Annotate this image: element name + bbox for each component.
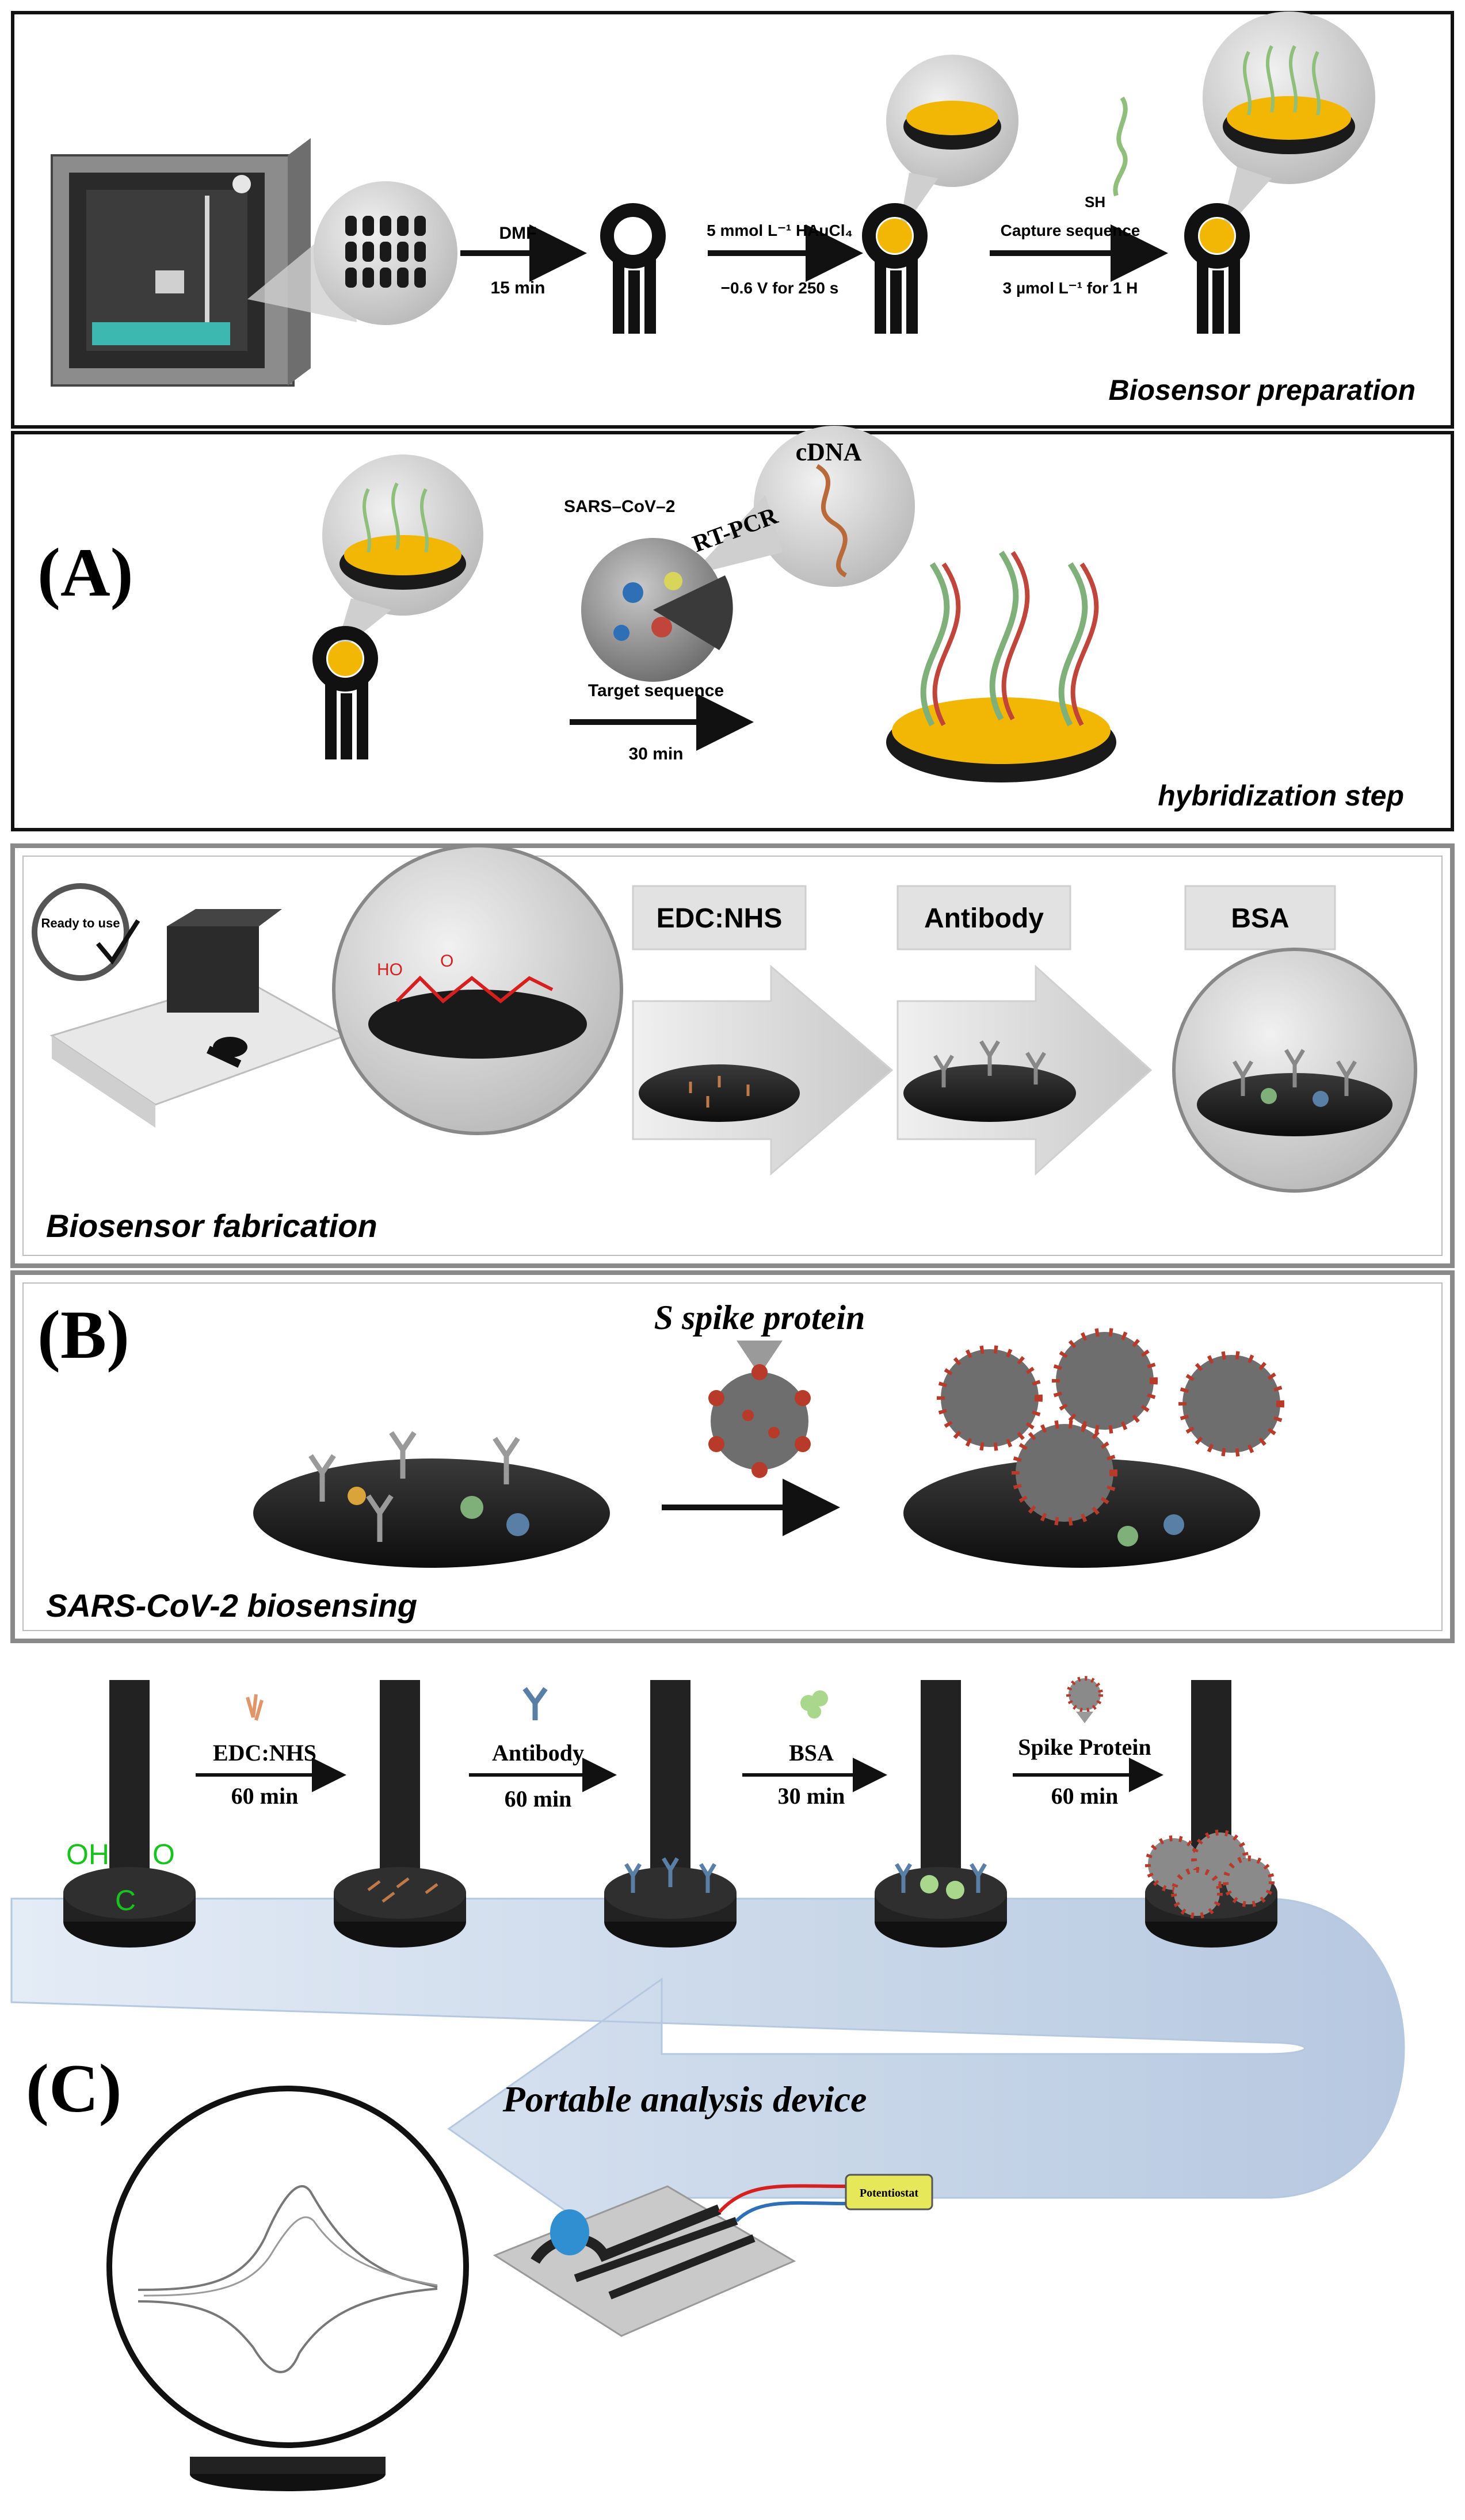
step1-top: DMF	[499, 224, 537, 243]
cable-blue	[735, 2201, 846, 2223]
spike-protein-icon	[1066, 1676, 1103, 1723]
screen-printed-electrode-device	[493, 2185, 796, 2337]
panel-c-label: (C)	[26, 2050, 122, 2126]
cyclic-voltammogram-bubble	[106, 2086, 469, 2448]
step-badge-antibody: Antibody	[896, 885, 1071, 950]
electrode-probe	[1184, 12, 1375, 334]
step3-top: Capture sequence	[1001, 222, 1140, 239]
electrode-array-bubble	[247, 181, 457, 325]
c-step4-bottom: 60 min	[1051, 1783, 1119, 1809]
dropper-icon	[737, 1341, 783, 1375]
cable-red	[718, 2184, 846, 2214]
step-badge-bsa: BSA	[1184, 885, 1336, 950]
device-title: Portable analysis device	[502, 2079, 867, 2120]
3d-printer-icon	[51, 138, 311, 387]
panel-c: OH O C	[10, 1676, 1405, 2491]
o-c-label: O	[152, 1838, 175, 1870]
sensing-disk-after	[903, 1328, 1284, 1568]
sh-label: SH	[1085, 193, 1105, 211]
bsa-icon	[800, 1690, 828, 1719]
protein-label: S spike protein	[654, 1299, 865, 1337]
hyb-caption: hybridization step	[1158, 780, 1404, 812]
screen-printing-bench-icon	[49, 909, 348, 1128]
antibody-icon	[522, 1687, 548, 1720]
o-label: O	[440, 952, 453, 971]
step2-top: 5 mmol L⁻¹ HAuCl₄	[707, 222, 853, 239]
hyb-frame	[11, 431, 1454, 831]
fab-step2: Antibody	[924, 903, 1044, 934]
ho-label: HO	[377, 960, 403, 979]
c-step3-top: BSA	[789, 1740, 834, 1766]
sensing-disk-before	[253, 1431, 610, 1568]
panel-b: Ready to use HO O EDC:NHS Antibody	[10, 843, 1455, 1643]
fab-arrow-2	[896, 964, 1153, 1176]
c-step3-bottom: 30 min	[778, 1783, 845, 1809]
fab-step3: BSA	[1231, 903, 1289, 934]
c-step4-top: Spike Protein	[1018, 1734, 1151, 1760]
step1-bottom: 15 min	[490, 278, 545, 297]
arrow-target-bottom: 30 min	[628, 744, 683, 763]
potentiostat-label: Potentiostat	[860, 2187, 919, 2200]
c-step1-top: EDC:NHS	[213, 1740, 316, 1766]
electrode-c-5	[1145, 1680, 1277, 1948]
electrode-probe-hyb	[312, 455, 483, 759]
electrode-c-2	[334, 1680, 466, 1948]
panel-a: DMF 15 min 5 mmol L⁻¹ HAuCl₄ −0.6 V for …	[11, 11, 1454, 831]
oh-label: OH	[66, 1838, 109, 1870]
capture-sequence-icon	[1113, 96, 1128, 197]
ready-to-use-badge: Ready to use	[32, 883, 140, 981]
electrode-bare	[600, 203, 666, 334]
c-step2-bottom: 60 min	[505, 1786, 572, 1812]
hybridized-electrode-disk	[886, 551, 1116, 782]
c-step2-top: Antibody	[492, 1740, 584, 1766]
electrode-gold	[862, 55, 1018, 334]
fab-arrow-1	[632, 964, 894, 1176]
electrode-c-3	[604, 1680, 737, 1948]
edc-nhs-icon	[246, 1694, 264, 1721]
carboxyl-surface-bubble: HO O	[332, 844, 623, 1135]
c-label: C	[115, 1884, 136, 1916]
panel-a-label: (A)	[37, 534, 133, 610]
cdna-label: cDNA	[796, 438, 862, 466]
panel-b-label: (B)	[37, 1296, 129, 1373]
fab-step1: EDC:NHS	[657, 903, 783, 934]
electrode-c-1: OH O C	[63, 1680, 196, 1948]
sars-cov-2-virus-icon	[581, 426, 915, 682]
spike-protein-virus-icon	[708, 1364, 811, 1478]
fab-bsa-bubble	[1172, 948, 1417, 1193]
step2-bottom: −0.6 V for 250 s	[721, 279, 839, 297]
c-step1-bottom: 60 min	[231, 1783, 299, 1809]
prep-caption: Biosensor preparation	[1109, 374, 1416, 406]
badge-text: Ready to use	[41, 916, 120, 930]
flow-track	[10, 1897, 1405, 2280]
step-badge-edc: EDC:NHS	[632, 885, 807, 950]
potentiostat-icon: Potentiostat	[845, 2174, 933, 2210]
electrode-c-4	[875, 1680, 1007, 1948]
arrow-target-top: Target sequence	[588, 681, 724, 700]
fab-caption: Biosensor fabrication	[46, 1208, 377, 1244]
step3-bottom: 3 µmol L⁻¹ for 1 H	[1003, 279, 1138, 297]
sensing-caption: SARS-CoV-2 biosensing	[46, 1587, 417, 1624]
virus-label: SARS–CoV–2	[564, 497, 675, 516]
